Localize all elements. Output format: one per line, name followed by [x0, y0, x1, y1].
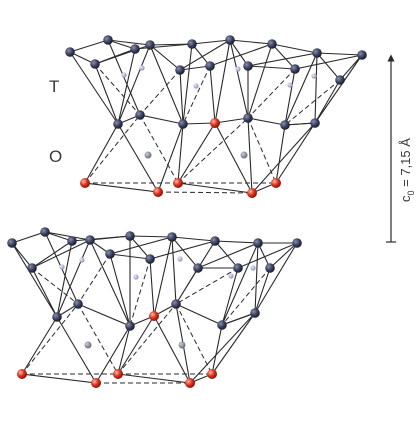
atom: [135, 110, 145, 120]
lower-bond-network: [11, 231, 298, 384]
atom: [193, 263, 203, 273]
atom: [65, 47, 75, 57]
atom: [171, 299, 181, 309]
atom: [290, 64, 300, 74]
upper-bond-network: [69, 39, 363, 194]
atom: [130, 44, 140, 54]
upper-pale-cation-atoms: [121, 65, 317, 89]
atom: [280, 120, 290, 130]
atom: [103, 35, 113, 45]
atom: [91, 378, 101, 388]
atom: [73, 299, 83, 309]
atom: [210, 236, 220, 246]
atom: [357, 50, 367, 60]
atom: [59, 264, 65, 270]
atom: [85, 235, 95, 245]
atom: [178, 119, 188, 129]
atom: [265, 263, 275, 273]
atom: [17, 369, 27, 379]
atom: [310, 118, 320, 128]
atom: [67, 236, 77, 246]
atom: [228, 273, 234, 279]
c0-value: = 7,15 Å: [398, 138, 413, 191]
atom: [139, 65, 145, 71]
atom: [52, 312, 62, 322]
tetrahedral-sheet-label: T: [49, 77, 59, 96]
atom: [105, 249, 115, 259]
atom: [133, 274, 139, 280]
atom: [40, 227, 50, 237]
atom: [217, 320, 227, 330]
atom: [267, 39, 277, 49]
atom: [225, 35, 235, 45]
upper-red-hydroxyl-atoms: [80, 118, 281, 198]
atom: [193, 83, 199, 89]
atom: [250, 308, 260, 318]
atom: [235, 66, 241, 72]
atom: [90, 59, 100, 69]
lower-dark-oxygen-atoms: [7, 227, 302, 331]
c0-label: c0 = 7,15 Å: [398, 138, 416, 202]
atom: [125, 231, 135, 241]
atom: [145, 254, 155, 264]
atom: [177, 256, 183, 262]
atom: [173, 178, 183, 188]
atom: [207, 369, 217, 379]
atom: [27, 263, 37, 273]
octahedral-sheet-label: O: [49, 147, 62, 166]
atom: [335, 75, 345, 85]
c0-subscript: 0: [406, 190, 416, 195]
upper-dark-oxygen-atoms: [65, 35, 367, 130]
atom: [185, 378, 195, 388]
atom: [113, 119, 123, 129]
atom: [292, 238, 302, 248]
atom: [7, 238, 17, 248]
atom: [243, 113, 253, 123]
upper-kaolinite-layer: [65, 35, 367, 198]
atom: [178, 341, 186, 349]
lower-octahedral-cation-atoms: [84, 341, 186, 349]
atom: [121, 72, 127, 78]
atom: [187, 39, 197, 49]
atom: [233, 263, 243, 273]
atom: [167, 232, 177, 242]
atom: [79, 257, 85, 263]
atom: [153, 187, 163, 197]
lower-red-hydroxyl-atoms: [17, 311, 217, 388]
atom: [113, 369, 123, 379]
atom: [144, 151, 152, 159]
atom: [287, 82, 293, 88]
lower-kaolinite-layer: [7, 227, 302, 388]
atom: [250, 265, 256, 271]
atom: [240, 151, 248, 159]
atom: [175, 65, 185, 75]
upper-octahedral-cation-atoms: [144, 151, 248, 159]
atom: [247, 188, 257, 198]
atom: [80, 178, 90, 188]
atom: [205, 61, 215, 71]
atom: [210, 118, 220, 128]
atom: [243, 61, 253, 71]
atom: [271, 178, 281, 188]
lower-pale-cation-atoms: [59, 256, 256, 280]
atom: [125, 321, 135, 331]
atom: [253, 238, 263, 248]
c0-symbol: c: [398, 195, 413, 202]
atom: [145, 40, 155, 50]
atom: [149, 311, 159, 321]
atom: [84, 341, 92, 349]
atom: [312, 48, 322, 58]
atom: [311, 73, 317, 79]
c0-dimension-indicator: c0 = 7,15 Å: [386, 54, 416, 243]
